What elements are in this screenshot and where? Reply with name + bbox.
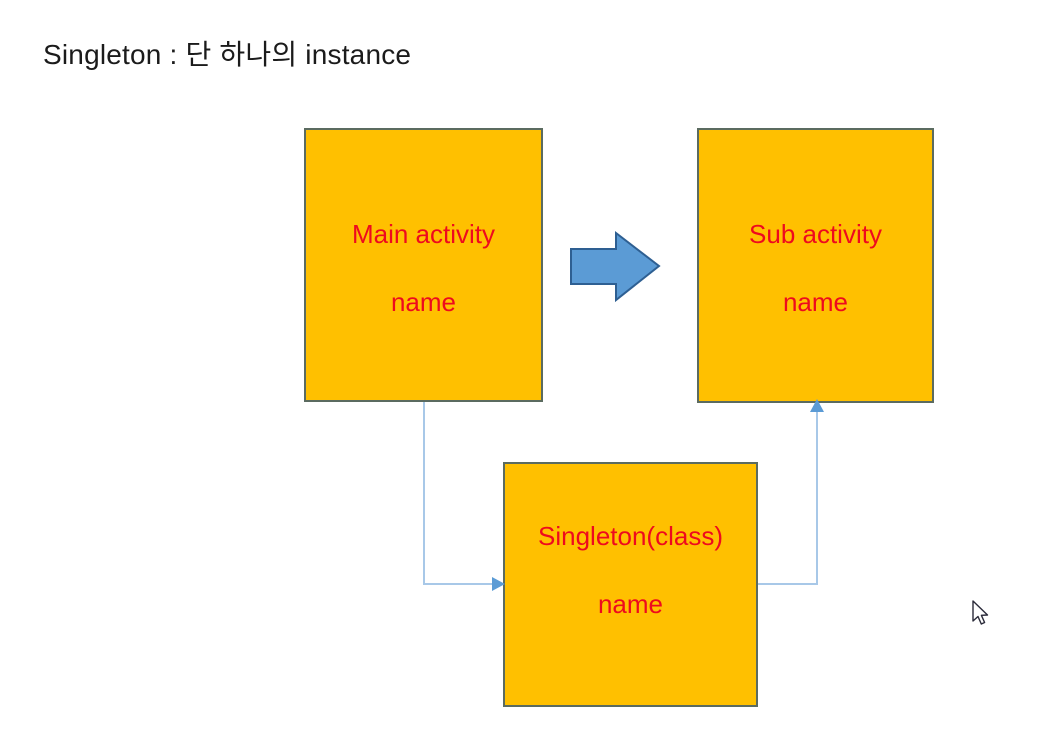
mouse-pointer-icon (972, 600, 989, 625)
block-arrow-main-to-sub (570, 230, 661, 303)
node-sub-activity-subtitle: name (782, 287, 849, 317)
node-main-activity[interactable]: Main activity name (304, 128, 543, 402)
node-singleton-class[interactable]: Singleton(class) name (503, 462, 758, 707)
node-sub-activity-title: Sub activity (749, 219, 882, 249)
elbow-arrow-main-to-singleton (423, 402, 505, 591)
node-main-activity-title: Main activity (351, 219, 496, 249)
elbow-arrow-singleton-to-sub (758, 399, 824, 585)
node-main-activity-subtitle: name (390, 287, 457, 317)
node-singleton-class-subtitle: name (597, 589, 664, 619)
node-sub-activity[interactable]: Sub activity name (697, 128, 934, 403)
node-singleton-class-title: Singleton(class) (538, 521, 723, 551)
page-title: Singleton : 단 하나의 instance (43, 39, 412, 70)
